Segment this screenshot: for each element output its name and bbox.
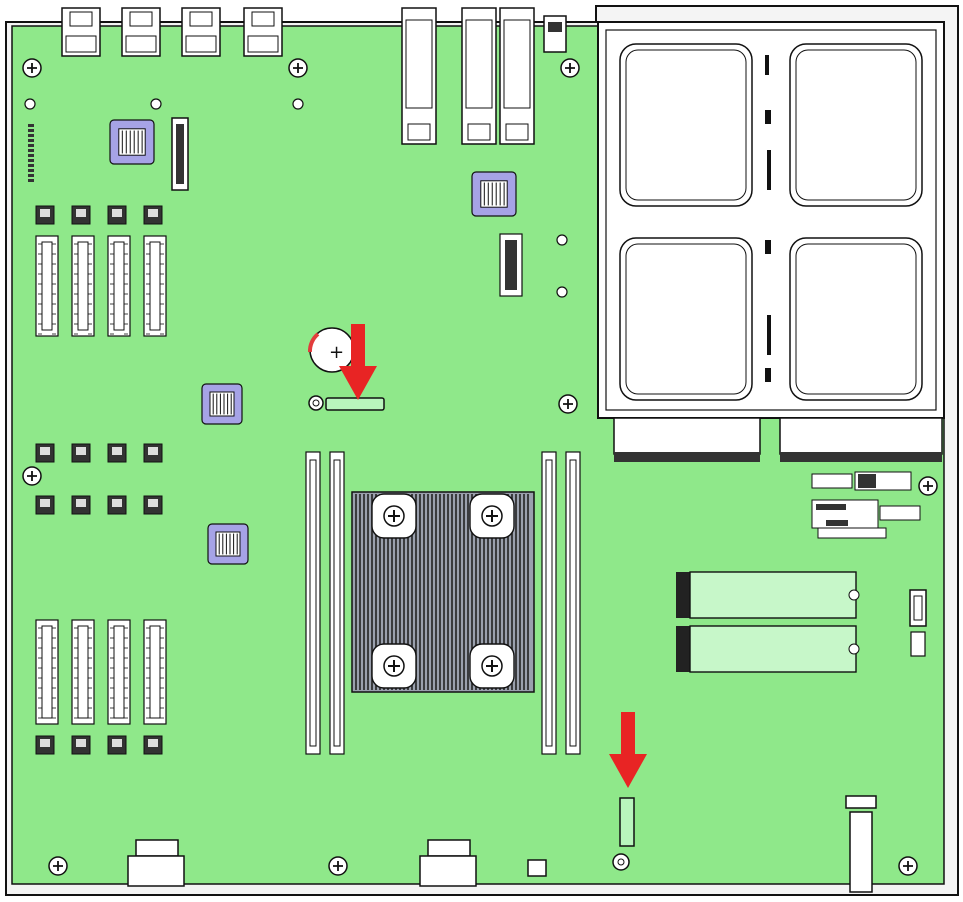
mounting-screw <box>48 856 68 876</box>
backplane-connector-left <box>613 417 761 462</box>
svg-text:+: + <box>329 342 344 363</box>
drive-bay <box>789 43 923 207</box>
m2-standoff-callout-arrow <box>609 712 647 788</box>
dimm-retention-clip <box>71 735 91 755</box>
coin-cell-battery: + <box>308 327 355 373</box>
power-header <box>910 631 926 657</box>
standoff-hole <box>150 98 162 110</box>
dimm-retention-clip <box>107 495 127 515</box>
dimm-retention-clip <box>143 443 163 463</box>
dimm-slot-upper <box>35 235 59 337</box>
dimm-retention-clip <box>71 205 91 225</box>
rj45-port <box>121 7 161 57</box>
rj45-port <box>61 7 101 57</box>
rj45-port <box>243 7 283 57</box>
dimm-slot-center-right <box>565 451 581 755</box>
drive-bay <box>619 43 753 207</box>
mounting-screw <box>328 856 348 876</box>
internal-header <box>171 117 189 191</box>
mounting-screw <box>918 476 938 496</box>
front-panel-connector-right <box>419 839 477 887</box>
rj45-port <box>181 7 221 57</box>
dimm-retention-clip <box>107 443 127 463</box>
m2-ssd-card <box>676 571 860 619</box>
dimm-retention-clip <box>71 443 91 463</box>
mounting-screw <box>288 58 308 78</box>
standoff-hole <box>556 234 568 246</box>
dimm-retention-clip <box>143 735 163 755</box>
tpm-header <box>527 859 547 877</box>
sfp-port <box>401 7 437 145</box>
dimm-retention-clip <box>143 495 163 515</box>
dimm-slot-center-left <box>329 451 345 755</box>
fan-connector <box>499 233 523 297</box>
dimm-slot-lower <box>143 619 167 725</box>
dimm-retention-clip <box>107 735 127 755</box>
usb-port <box>543 15 567 53</box>
heatsink-screw <box>469 643 515 689</box>
dimm-retention-clip <box>35 735 55 755</box>
standoff-hole <box>556 286 568 298</box>
heatsink-screw <box>371 643 417 689</box>
drive-bay <box>789 237 923 401</box>
dimm-retention-clip <box>143 205 163 225</box>
dimm-retention-clip <box>35 205 55 225</box>
mounting-screw <box>558 394 578 414</box>
sfp-port <box>499 7 535 145</box>
io-controller-ic <box>207 523 249 565</box>
battery-holder <box>308 395 385 411</box>
dimm-retention-clip <box>71 495 91 515</box>
m2-ssd-card <box>676 625 860 673</box>
dimm-slot-upper <box>143 235 167 337</box>
standoff-hole <box>24 98 36 110</box>
dimm-retention-clip <box>107 205 127 225</box>
dimm-slot-lower <box>35 619 59 725</box>
ribbon-cable <box>845 795 877 893</box>
bmc-ic <box>201 383 243 425</box>
dimm-slot-lower <box>71 619 95 725</box>
dimm-slot-upper <box>107 235 131 337</box>
dimm-slot-center-left <box>305 451 321 755</box>
sfp-port <box>461 7 497 145</box>
mounting-screw <box>898 856 918 876</box>
dimm-slot-center-right <box>541 451 557 755</box>
dimm-slot-upper <box>71 235 95 337</box>
cage-latch-marks <box>765 55 771 382</box>
dimm-slot-lower <box>107 619 131 725</box>
chipset-ic <box>109 119 155 165</box>
heatsink-screw <box>469 493 515 539</box>
heatsink-screw <box>371 493 417 539</box>
backplane-connector-right <box>779 417 943 462</box>
battery-callout-arrow <box>339 324 377 400</box>
dimm-retention-clip <box>35 495 55 515</box>
pin-header <box>28 124 34 182</box>
sata-connector <box>909 589 927 627</box>
mounting-screw <box>22 58 42 78</box>
mounting-screw <box>22 466 42 486</box>
front-panel-connector-left <box>127 839 185 887</box>
label-stickers <box>811 471 921 539</box>
dimm-retention-clip <box>35 443 55 463</box>
mounting-screw <box>560 58 580 78</box>
network-controller-ic <box>471 171 517 217</box>
m2-riser-slot <box>612 797 635 871</box>
drive-bay <box>619 237 753 401</box>
standoff-hole <box>292 98 304 110</box>
